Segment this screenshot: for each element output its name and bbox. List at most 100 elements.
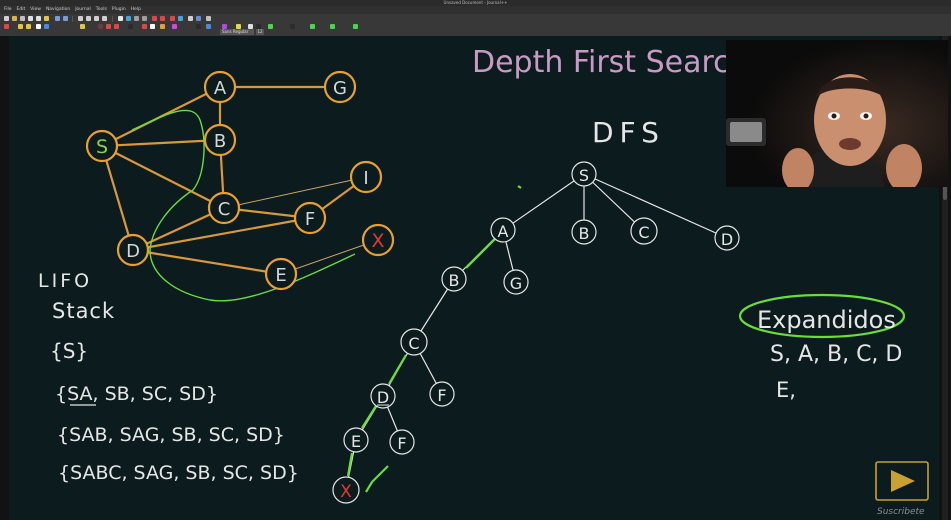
color-crimson-icon[interactable] (106, 24, 111, 29)
svg-text:D: D (377, 388, 389, 407)
graph-edge-D-F (132, 216, 311, 252)
subscribe-button[interactable]: Suscribete (875, 461, 929, 517)
menu-view[interactable]: View (30, 7, 41, 12)
stop-icon[interactable] (160, 16, 165, 21)
lifo-label: LIFO (38, 270, 92, 292)
color-blue-icon[interactable] (44, 24, 49, 29)
color-snow-icon[interactable] (150, 24, 155, 29)
svg-text:A: A (214, 78, 227, 99)
color-emerald-icon[interactable] (353, 24, 358, 29)
color-lime-icon[interactable] (310, 24, 315, 29)
color-dark-icon[interactable] (196, 24, 201, 29)
presenter-right-hand (886, 144, 922, 187)
svg-text:D: D (126, 241, 140, 262)
svg-text:C: C (218, 199, 231, 220)
color-amber-icon[interactable] (80, 24, 85, 29)
color-rose-icon[interactable] (142, 24, 147, 29)
zoom-out-icon[interactable] (134, 16, 139, 21)
color-magenta-icon[interactable] (172, 24, 177, 29)
highlighter-icon[interactable] (178, 16, 183, 21)
menu-navigation[interactable]: Navigation (45, 7, 71, 12)
tree-node-G: G (503, 269, 529, 295)
svg-text:F: F (437, 386, 446, 405)
copy-icon[interactable] (28, 16, 33, 21)
menu-bar: File Edit View Navigation Journal Tools … (0, 6, 951, 14)
svg-text:G: G (333, 78, 347, 99)
svg-text:B: B (214, 131, 226, 152)
tree-node-C: C (630, 217, 658, 245)
tree-nodes: S A B C D G B C F D E F X (332, 161, 740, 504)
color-yellow-icon[interactable] (18, 24, 23, 29)
cut-icon[interactable] (44, 16, 49, 21)
menu-edit[interactable]: Edit (16, 7, 26, 12)
color-black-icon[interactable] (128, 24, 133, 29)
tree-node-B2: B (441, 266, 467, 292)
font-size-field[interactable]: 12 (256, 29, 264, 35)
menu-help[interactable]: Help (130, 7, 141, 12)
eraser-icon[interactable] (206, 16, 211, 21)
graph-node-X: X (361, 223, 395, 257)
graph-node-D: D (116, 233, 150, 267)
color-purple-icon[interactable] (222, 24, 227, 29)
color-gold-icon[interactable] (26, 24, 31, 29)
tree-node-C2: C (400, 328, 428, 356)
subscribe-label: Suscribete (877, 507, 925, 517)
color-red-icon[interactable] (4, 24, 9, 29)
presenter-video (726, 40, 948, 187)
undo-icon[interactable] (55, 16, 60, 21)
menu-journal[interactable]: Journal (75, 7, 91, 12)
color-scarlet-icon[interactable] (114, 24, 119, 29)
graph-node-E: E (264, 257, 298, 291)
new-icon[interactable] (4, 16, 9, 21)
text-icon[interactable] (188, 16, 193, 21)
color-azure-icon[interactable] (206, 24, 211, 29)
menu-file[interactable]: File (4, 7, 12, 12)
expanded-row-1: S, A, B, C, D (770, 342, 902, 367)
insert-page-icon[interactable] (118, 16, 123, 21)
color-maroon-icon[interactable] (98, 24, 103, 29)
svg-text:E: E (351, 432, 361, 451)
graph-edge-C-I (223, 176, 367, 209)
color-orange-icon[interactable] (160, 24, 165, 29)
page-title: Depth First Searc (472, 45, 730, 80)
zoom-in-icon[interactable] (142, 16, 147, 21)
vertical-scrollbar[interactable] (942, 36, 948, 520)
next-page-icon[interactable] (94, 16, 99, 21)
color-green-icon[interactable] (268, 24, 273, 29)
graph-nodes: S A G B C I F X D E (85, 70, 395, 291)
graph-node-S: S (85, 129, 119, 163)
image-icon[interactable] (196, 16, 201, 21)
last-page-icon[interactable] (102, 16, 107, 21)
tree-node-S: S (571, 161, 597, 187)
color-white-icon[interactable] (36, 24, 41, 29)
color-silver-icon[interactable] (248, 24, 253, 29)
layer-icon[interactable] (126, 16, 131, 21)
color-charcoal-icon[interactable] (256, 24, 261, 29)
pen-icon[interactable] (170, 16, 175, 21)
svg-text:F: F (397, 434, 406, 453)
color-mint-icon[interactable] (330, 24, 335, 29)
color-ink-icon[interactable] (290, 24, 295, 29)
svg-text:S: S (579, 166, 589, 185)
graph-edge-S-B (101, 138, 221, 148)
open-icon[interactable] (12, 16, 17, 21)
journal-page[interactable]: S A G B C I F X D E Depth First Searc D F… (9, 36, 939, 520)
first-page-icon[interactable] (78, 16, 83, 21)
save-icon[interactable] (20, 16, 25, 21)
menu-plugin[interactable]: Plugin (111, 7, 126, 12)
graph-edge-E-X (280, 239, 379, 275)
record-icon[interactable] (152, 16, 157, 21)
redo-icon[interactable] (63, 16, 68, 21)
tree-highlight (346, 185, 522, 493)
paste-icon[interactable] (36, 16, 41, 21)
color-lemon-icon[interactable] (236, 24, 241, 29)
tree-node-F2: F (389, 429, 415, 455)
svg-text:B: B (449, 271, 460, 290)
window-title: Unsaved Document - Journal++ (0, 0, 951, 6)
drawing-layer: S A G B C I F X D E Depth First Searc D F… (38, 45, 929, 517)
tree-node-E: E (343, 427, 369, 453)
menu-tools[interactable]: Tools (95, 7, 107, 12)
graph-node-A: A (203, 70, 237, 104)
font-selector[interactable]: Sans Regular (220, 29, 254, 35)
previous-page-icon[interactable] (86, 16, 91, 21)
